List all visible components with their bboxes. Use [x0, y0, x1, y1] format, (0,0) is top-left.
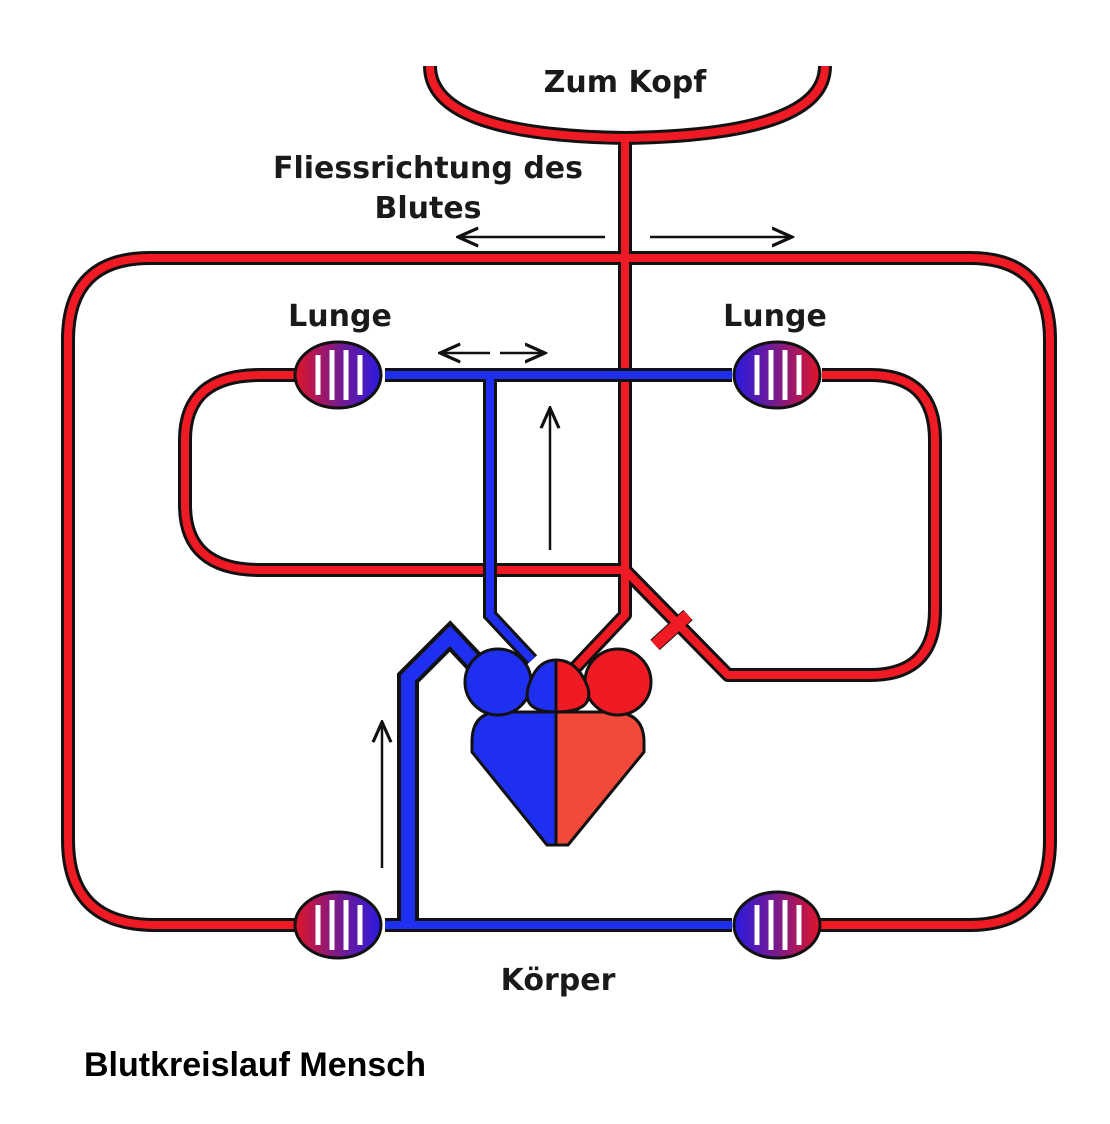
label-lung-right: Lunge: [723, 299, 827, 334]
capillary-lung-left: [293, 340, 383, 410]
heart-septum-right: [525, 658, 558, 714]
left-atrium: [583, 647, 653, 717]
capillary-lung-right: [732, 340, 822, 410]
right-ventricle: [470, 710, 558, 847]
pulmonary-vein-stub: [650, 610, 693, 650]
systemic-artery-loop: [64, 254, 1054, 929]
capillary-body-left: [293, 890, 383, 960]
right-atrium: [463, 647, 533, 717]
heart: [463, 647, 653, 847]
label-flow-direction-line2: Blutes: [374, 191, 481, 226]
flow-arrows: [382, 237, 792, 868]
pulmonary-trunk: [486, 375, 535, 663]
label-body: Körper: [501, 963, 616, 998]
aorta: [572, 138, 629, 671]
diagram-caption: Blutkreislauf Mensch: [84, 1046, 426, 1084]
deoxygenated-vessels: [385, 368, 732, 932]
label-lung-left: Lunge: [288, 299, 392, 334]
vena-cava: [401, 625, 486, 925]
capillary-body-right: [732, 890, 822, 960]
heart-septum-left: [554, 658, 591, 714]
oxygenated-vessels: [61, 65, 1057, 932]
label-head: Zum Kopf: [544, 65, 708, 100]
label-flow-direction-line1: Fliessrichtung des: [273, 151, 583, 186]
pulmonary-vein-loop: [181, 371, 939, 679]
left-ventricle: [554, 710, 646, 847]
